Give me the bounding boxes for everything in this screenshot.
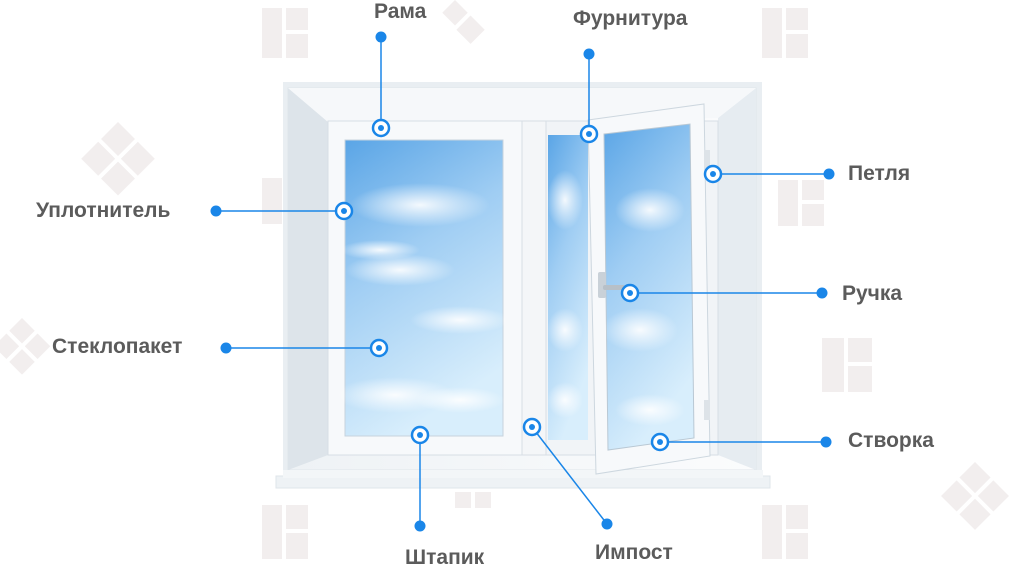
label-impost: Импост <box>595 541 673 564</box>
label-furnitura: Фурнитура <box>573 7 688 30</box>
label-stvorka: Створка <box>848 429 934 452</box>
target-shtapik-icon <box>410 425 430 445</box>
target-steklopaket-icon <box>369 338 389 358</box>
target-petlya-icon <box>703 164 723 184</box>
label-steklopaket: Стеклопакет <box>52 335 183 358</box>
target-markers <box>334 118 723 452</box>
target-uplotnitel-icon <box>334 201 354 221</box>
label-petlya: Петля <box>848 162 911 185</box>
label-uplotnitel: Уплотнитель <box>36 199 171 222</box>
leader-impost <box>531 426 608 525</box>
left-glass-unit <box>327 120 523 456</box>
target-furnitura-icon <box>579 124 599 144</box>
open-sash <box>587 103 711 475</box>
target-impost-icon <box>522 417 542 437</box>
impost-bar <box>521 120 547 456</box>
target-stvorka-icon <box>650 432 670 452</box>
label-shtapik: Штапик <box>405 546 485 569</box>
leader-lines <box>216 37 829 526</box>
label-rama: Рама <box>374 0 427 23</box>
label-ruchka: Ручка <box>842 282 903 305</box>
leader-end-dots <box>210 31 835 532</box>
target-ruchka-icon <box>620 283 640 303</box>
target-rama-icon <box>371 118 391 138</box>
